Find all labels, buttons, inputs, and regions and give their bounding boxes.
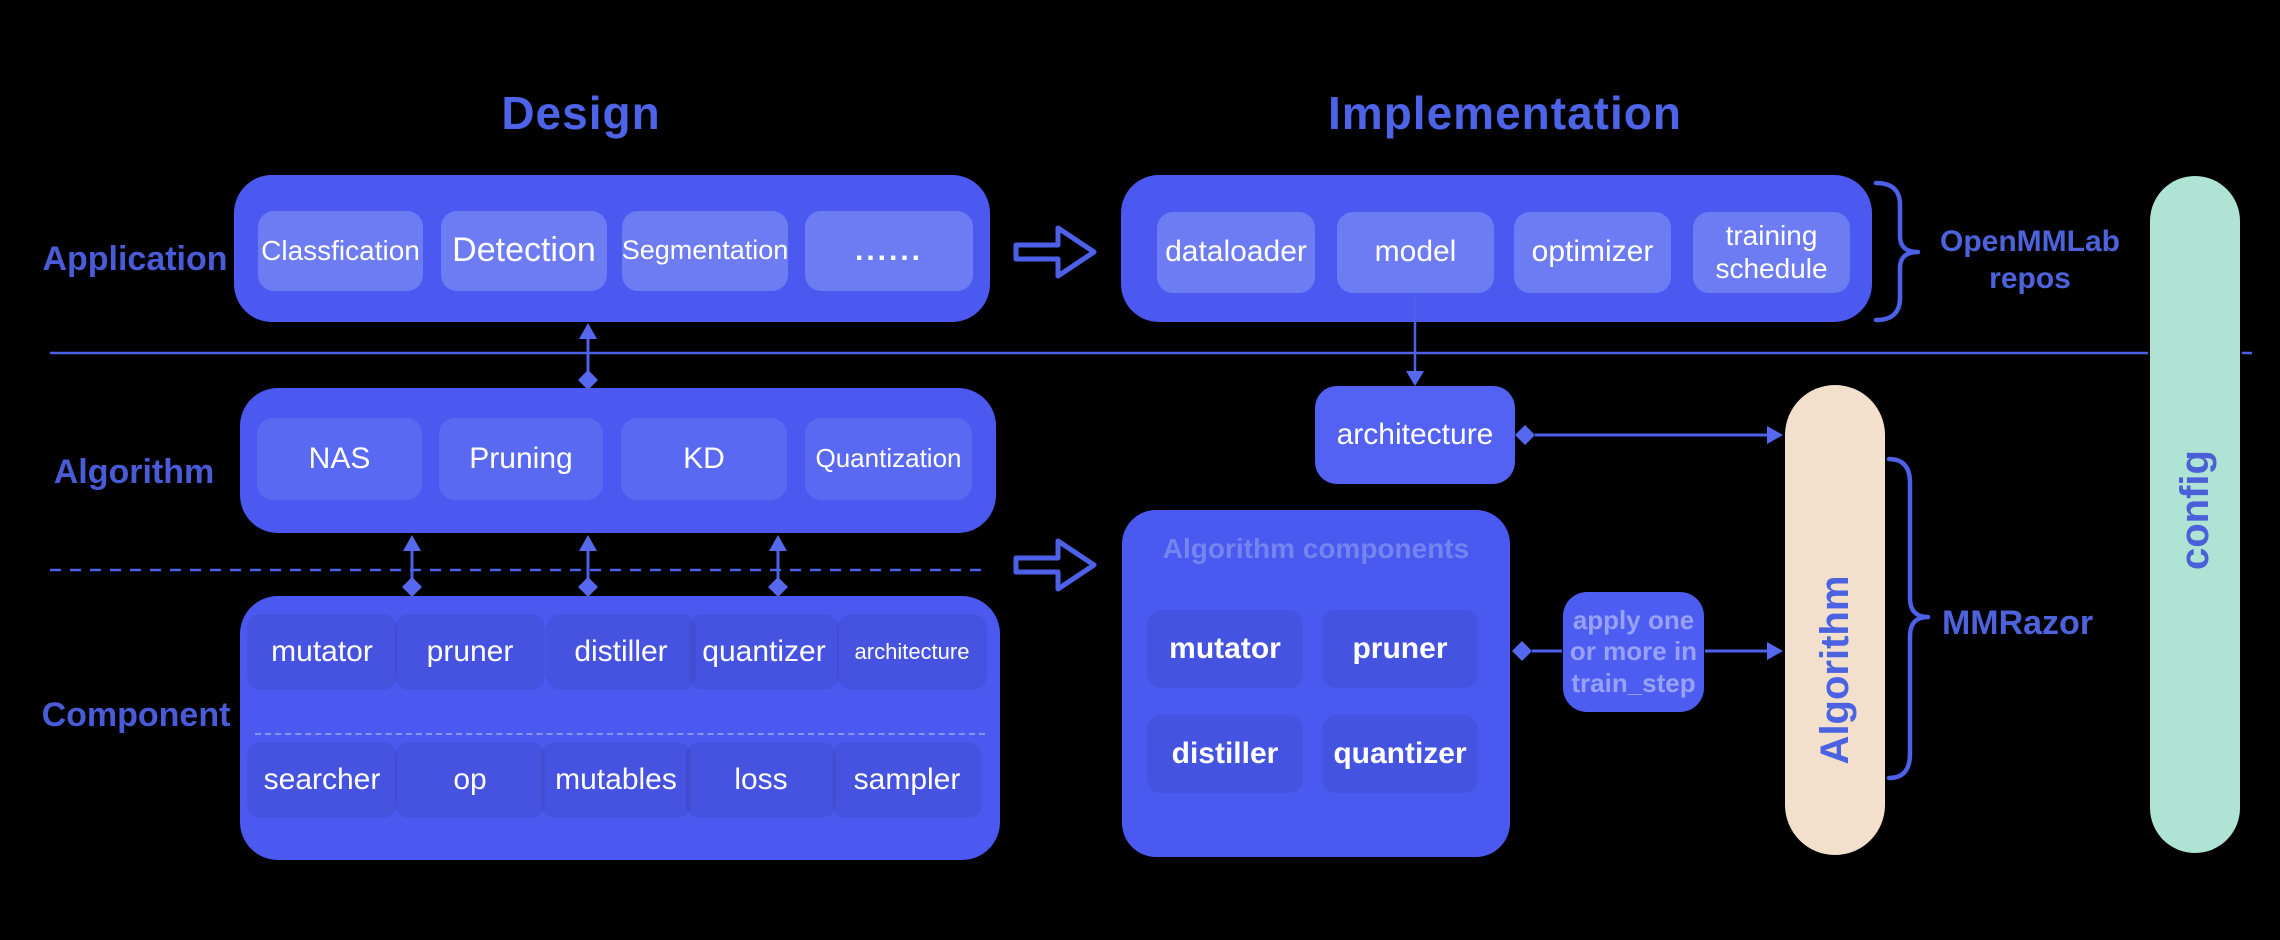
impl-chip-quantizer: quantizer <box>1322 715 1478 793</box>
openmmlab-line1: OpenMMLab <box>1940 225 2120 258</box>
impl-chip-pruner: pruner <box>1322 610 1478 688</box>
diamond-icon <box>1512 641 1532 661</box>
chip-mutables: mutables <box>541 742 691 818</box>
arrowhead-up-icon <box>403 535 421 551</box>
arrowhead-up-icon <box>769 535 787 551</box>
chip-architecture-small: architecture <box>837 614 987 690</box>
algorithm-bar <box>1785 385 1885 855</box>
diamond-icon <box>768 577 788 597</box>
impl-chip-mutator: mutator <box>1147 610 1303 688</box>
chip-loss: loss <box>686 742 836 818</box>
chip-classfication: Classfication <box>258 211 423 291</box>
chip-ellipsis: ...... <box>805 211 973 291</box>
row-label-algorithm: Algorithm <box>53 453 215 491</box>
algorithm-components-title: Algorithm components <box>1162 533 1470 564</box>
arrowhead-up-icon <box>579 323 597 339</box>
chip-sampler: sampler <box>832 742 982 818</box>
mmrazor-label: MMRazor <box>1941 604 2094 642</box>
chip-detection: Detection <box>441 211 607 291</box>
chip-pruning: Pruning <box>439 418 603 500</box>
apply-note-line1: apply one <box>1572 605 1695 636</box>
chip-distiller: distiller <box>546 614 696 690</box>
application-algorithm-connector <box>578 323 598 390</box>
chip-segmentation: Segmentation <box>622 211 788 291</box>
config-bar <box>2150 176 2240 853</box>
openmmlab-line2: repos <box>1989 262 2071 295</box>
design-component-box <box>240 596 1000 860</box>
chip-op: op <box>395 742 545 818</box>
chip-pruner: pruner <box>395 614 545 690</box>
chip-searcher: searcher <box>247 742 397 818</box>
chip-training-schedule: training schedule <box>1693 212 1850 293</box>
apply-note-line2: or more in <box>1569 636 1698 667</box>
row-label-application: Application <box>42 240 228 278</box>
chip-mutator: mutator <box>247 614 397 690</box>
apply-note-line3: train_step <box>1571 667 1696 698</box>
design-to-impl-arrow-icon-2 <box>1013 538 1097 592</box>
algorithm-components-box <box>1122 510 1510 857</box>
arrowhead-down-icon <box>1406 371 1424 386</box>
component-row-separator <box>255 733 985 735</box>
chip-quantization: Quantization <box>805 418 972 500</box>
mmrazor-brace-icon <box>1886 456 1931 781</box>
design-to-impl-arrow-icon <box>1013 225 1097 279</box>
design-title: Design <box>501 87 661 139</box>
config-bar-label: config <box>2172 450 2217 570</box>
algorithm-component-connectors <box>402 535 788 597</box>
openmmlab-brace-icon <box>1873 180 1921 323</box>
diamond-icon <box>578 370 598 390</box>
chip-dataloader: dataloader <box>1157 212 1315 293</box>
architecture-box: architecture <box>1315 386 1515 484</box>
algorithm-bar-label: Algorithm <box>1812 575 1857 765</box>
chip-optimizer: optimizer <box>1514 212 1671 293</box>
diamond-icon <box>402 577 422 597</box>
openmmlab-repos-label: OpenMMLab repos <box>1930 223 2130 297</box>
chip-nas: NAS <box>257 418 422 500</box>
row-label-component: Component <box>41 696 231 734</box>
impl-chip-distiller: distiller <box>1147 715 1303 793</box>
arrowhead-right-icon <box>1767 642 1783 660</box>
implementation-title: Implementation <box>1328 87 1682 139</box>
apply-note-box: apply one or more in train_step <box>1563 592 1704 712</box>
chip-quantizer: quantizer <box>689 614 839 690</box>
diamond-icon <box>578 577 598 597</box>
arrowhead-up-icon <box>579 535 597 551</box>
architecture-algorithm-connector <box>1515 425 1783 445</box>
chip-model: model <box>1337 212 1494 293</box>
diamond-icon <box>1515 425 1535 445</box>
chip-kd: KD <box>621 418 787 500</box>
arrowhead-right-icon <box>1767 426 1783 444</box>
